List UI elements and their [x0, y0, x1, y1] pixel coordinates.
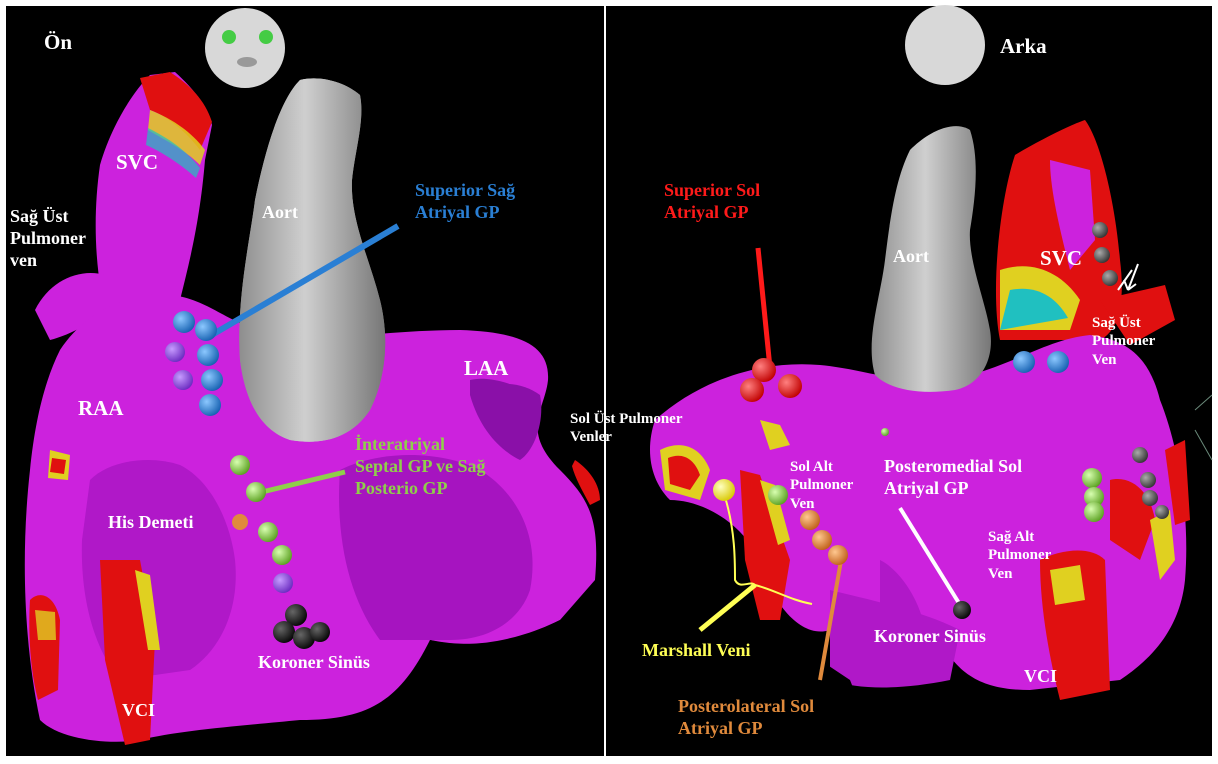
his-demeti-label: His Demeti: [108, 512, 193, 534]
koroner-sinus-back-label: Koroner Sinüs: [874, 626, 986, 648]
koroner-sinus-back-marker: [953, 601, 971, 619]
svc-back-label: SVC: [1040, 246, 1082, 272]
superior-sol-label: Superior Sol Atriyal GP: [664, 180, 760, 224]
laa-label: LAA: [464, 356, 508, 382]
posterolateral-label: Posterolateral Sol Atriyal GP: [678, 696, 814, 740]
sag-alt-pulmoner-label: Sağ Alt Pulmoner Ven: [988, 528, 1051, 583]
marshall-veni-label: Marshall Veni: [642, 640, 751, 662]
svc-front-label: SVC: [116, 150, 158, 176]
front-view-label: Ön: [44, 30, 72, 56]
sol-ust-pulmoner-label: Sol Üst Pulmoner Venler: [570, 410, 683, 447]
superior-sag-label: Superior Sağ Atriyal GP: [415, 180, 515, 224]
aort-front-label: Aort: [262, 202, 298, 224]
posteromedial-label: Posteromedial Sol Atriyal GP: [884, 456, 1022, 500]
koroner-sinus-front-label: Koroner Sinüs: [258, 652, 370, 674]
front-head-icon: [205, 8, 285, 88]
sol-alt-pulmoner-label: Sol Alt Pulmoner Ven: [790, 458, 853, 513]
sag-ust-pulmoner-front-label: Sağ Üst Pulmoner ven: [10, 206, 86, 272]
vci-front-label: VCI: [122, 700, 155, 722]
interatriyal-label: İnteratriyal Septal GP ve Sağ Posterio G…: [355, 434, 486, 500]
aort-back-label: Aort: [893, 246, 929, 268]
marshall-marker: [713, 479, 735, 501]
back-view-label: Arka: [1000, 34, 1047, 60]
sag-ust-pulmoner-back-label: Sağ Üst Pulmoner Ven: [1092, 314, 1155, 369]
vci-back-label: VCI: [1024, 666, 1057, 688]
raa-label: RAA: [78, 396, 124, 422]
back-head-icon: [905, 5, 985, 85]
